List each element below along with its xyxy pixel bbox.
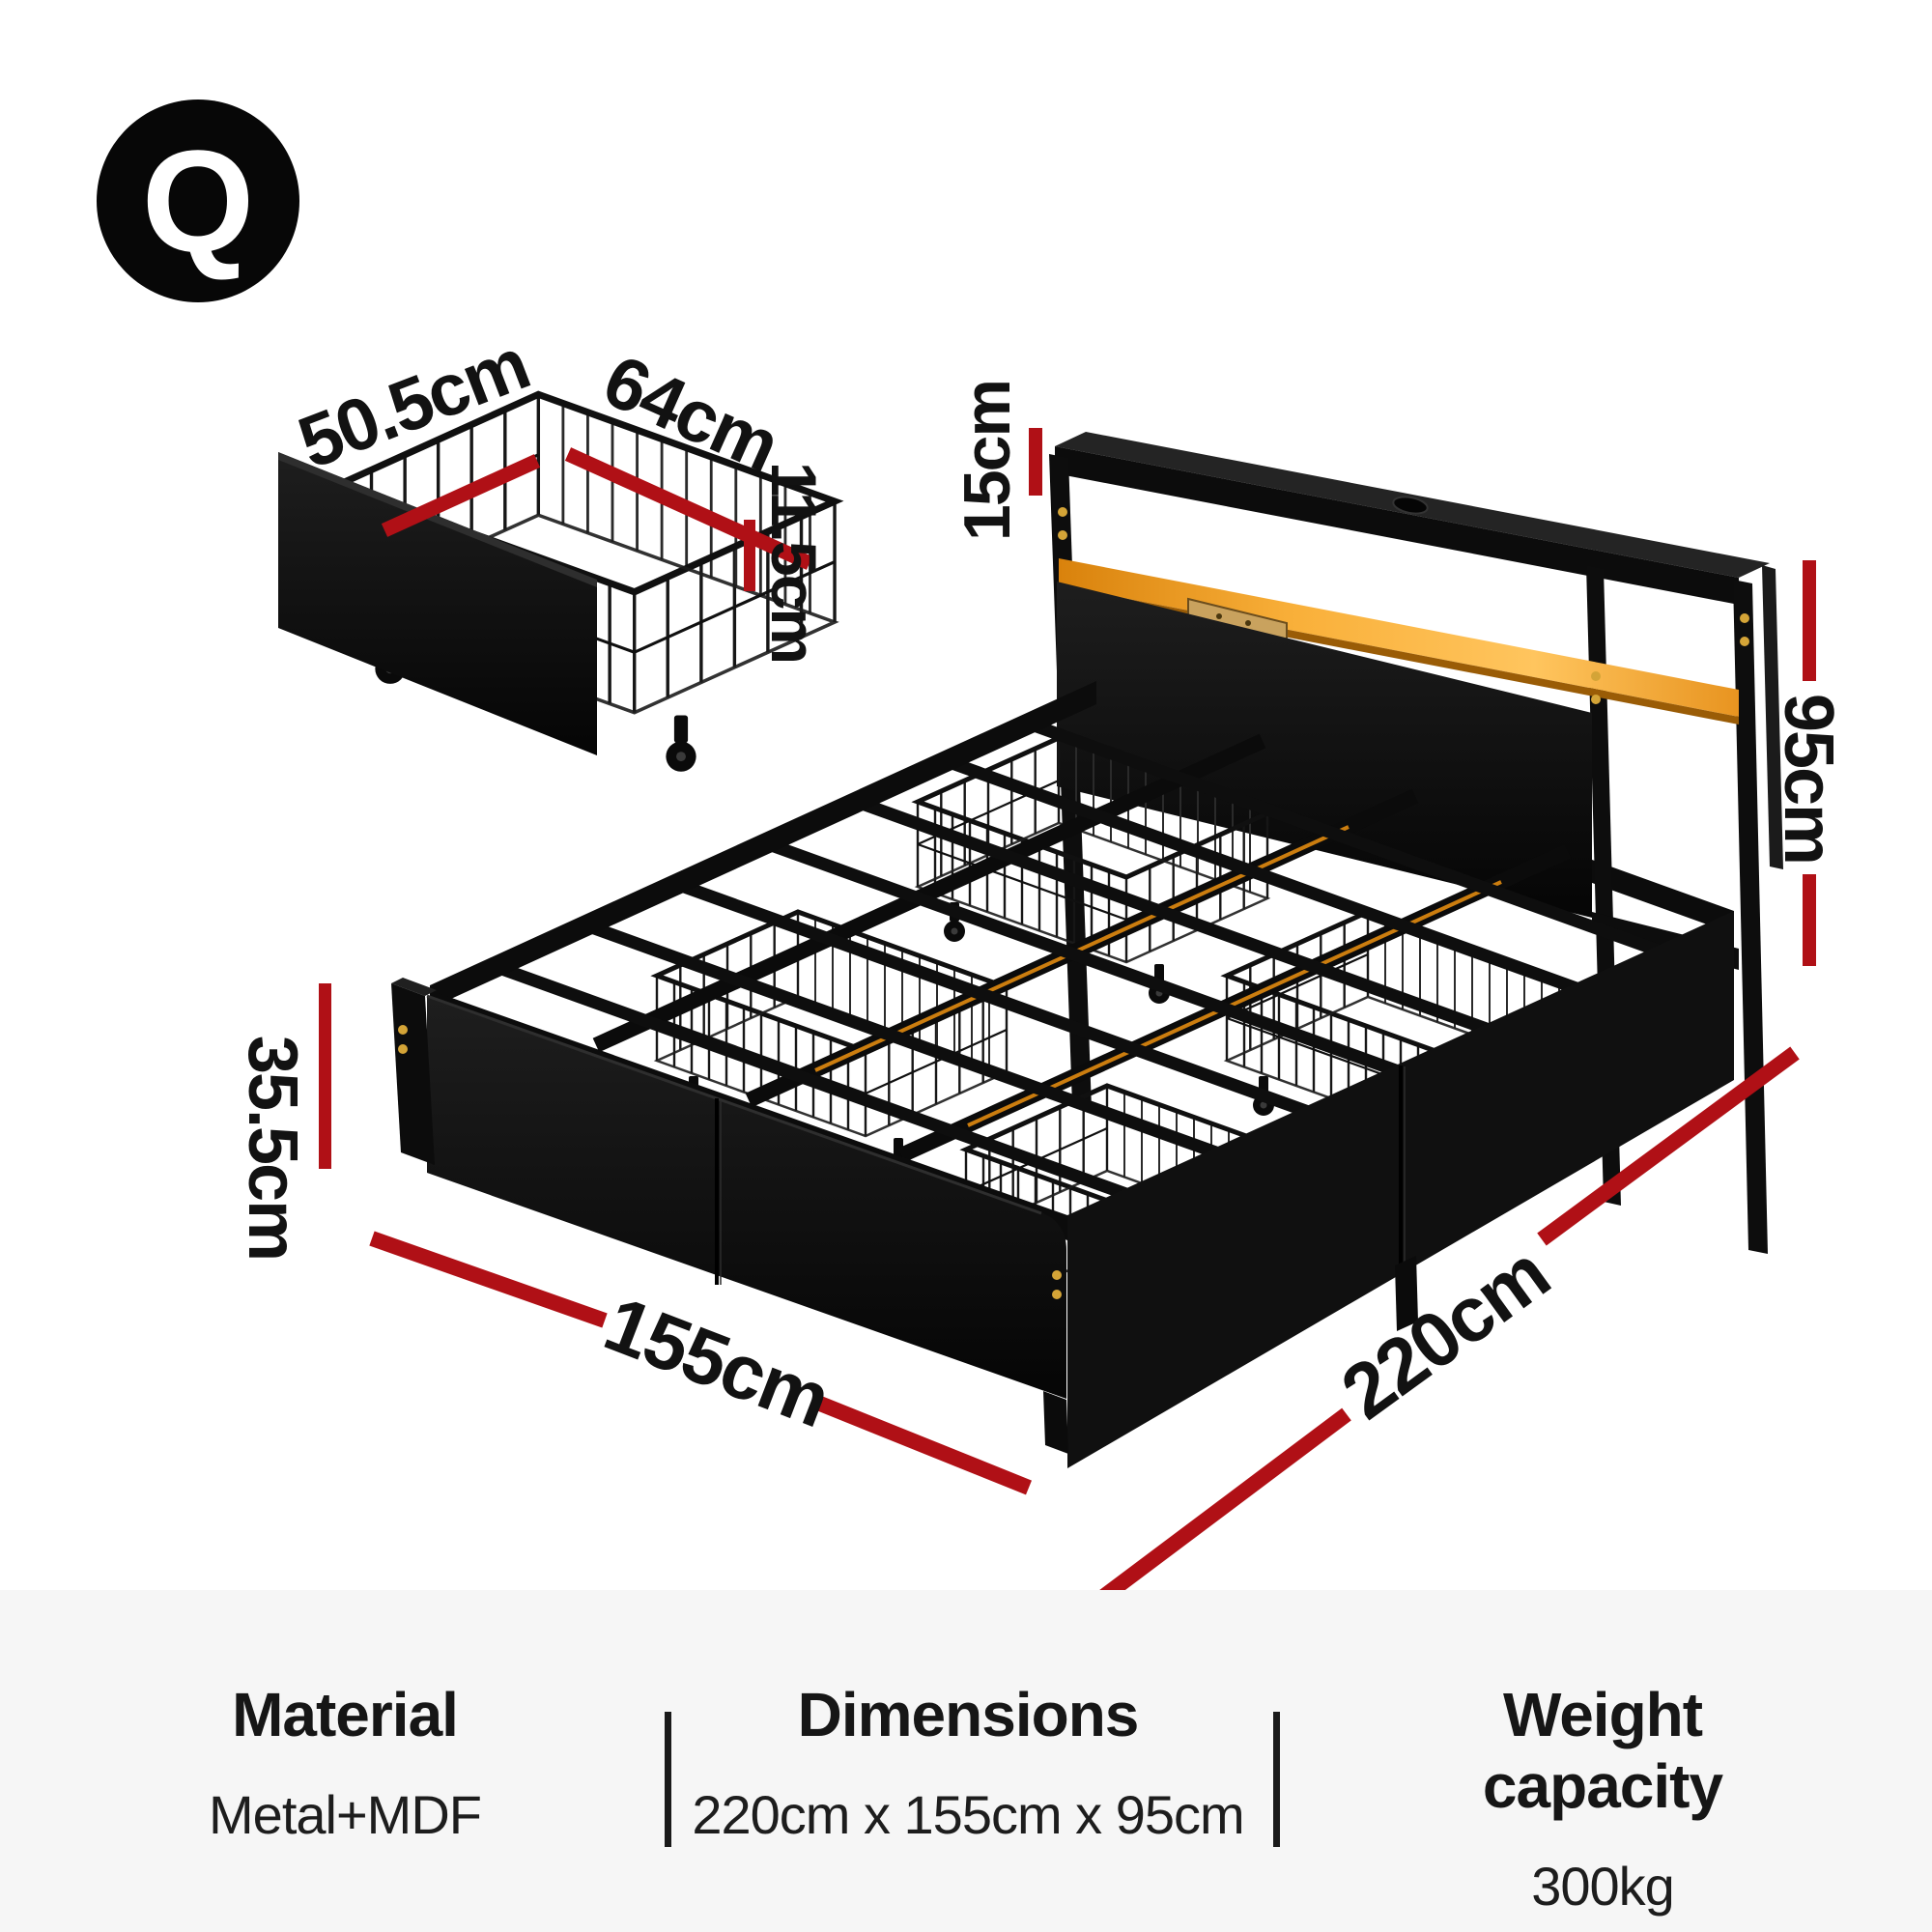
spec-dimensions-title: Dimensions xyxy=(797,1680,1140,1749)
spec-footer: Material Metal+MDF Dimensions 220cm x 15… xyxy=(0,1590,1932,1932)
base-height-label: 35.5cm xyxy=(234,1035,311,1261)
drawer-detail-illustration xyxy=(278,394,835,772)
spec-material-title: Material xyxy=(232,1680,459,1749)
size-badge: Q xyxy=(97,99,299,302)
spec-weight: Weight capacity 300kg xyxy=(1438,1679,1768,1918)
spec-divider-1 xyxy=(665,1712,671,1847)
spec-divider-2 xyxy=(1273,1712,1280,1847)
spec-material: Material Metal+MDF xyxy=(209,1679,482,1846)
size-badge-letter: Q xyxy=(141,119,255,282)
shelf-clearance-label: 15cm xyxy=(951,381,1024,541)
spec-dimensions-value: 220cm x 155cm x 95cm xyxy=(692,1784,1244,1845)
bed-frame-illustration xyxy=(391,432,1783,1468)
headboard-height-label: 95cm xyxy=(1770,693,1847,865)
spec-weight-value: 300kg xyxy=(1531,1856,1675,1917)
spec-weight-title: Weight capacity xyxy=(1482,1680,1723,1821)
drawer-height-label: 11.5cm xyxy=(758,461,830,664)
spec-dimensions: Dimensions 220cm x 155cm x 95cm xyxy=(692,1679,1244,1846)
spec-material-value: Metal+MDF xyxy=(209,1784,482,1845)
